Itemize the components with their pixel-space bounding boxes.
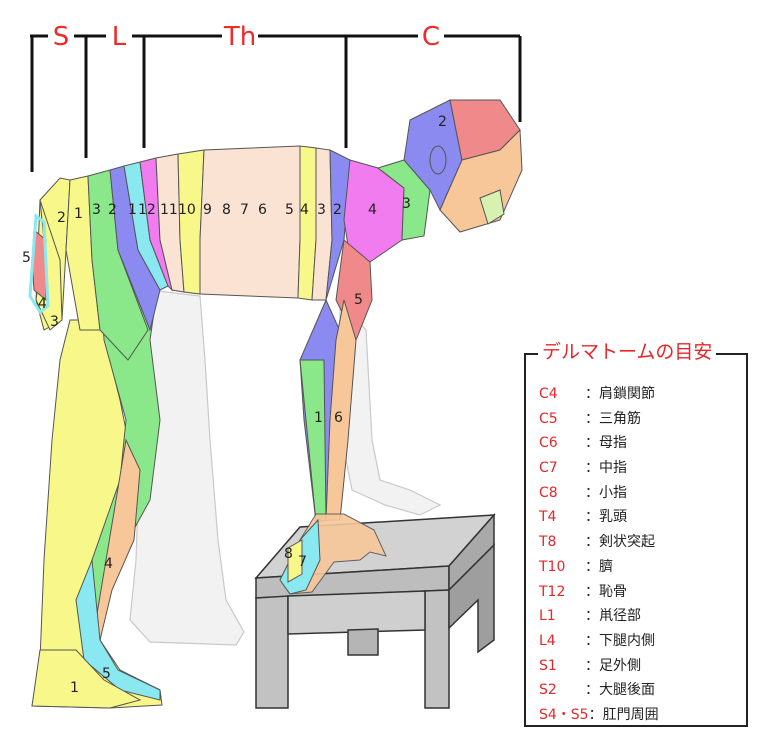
number-hand-8: 8 bbox=[284, 546, 293, 562]
legend-separator: ： bbox=[585, 657, 599, 674]
legend-separator: ： bbox=[585, 484, 599, 501]
legend-description: 小指 bbox=[599, 484, 627, 501]
segment-label-c: C bbox=[422, 22, 440, 52]
legend-item: C4 ：肩鎖関節 bbox=[539, 382, 659, 407]
number-back-t2: 2 bbox=[333, 202, 342, 218]
legend-description: 剣状突起 bbox=[599, 534, 655, 551]
legend-item: T4 ：乳頭 bbox=[539, 505, 659, 530]
legend-item: T8 ：剣状突起 bbox=[539, 530, 659, 555]
legend-item: S4・S5：肛門周囲 bbox=[539, 703, 659, 728]
legend-description: 母指 bbox=[599, 435, 627, 452]
legend-separator: ： bbox=[585, 509, 599, 526]
number-back-t5: 5 bbox=[285, 202, 294, 218]
legend-description: 肩鎖関節 bbox=[599, 386, 655, 402]
legend-description: 三角筋 bbox=[599, 410, 641, 427]
legend-description: 鼡径部 bbox=[599, 608, 641, 625]
legend-separator: ： bbox=[585, 534, 599, 551]
legend-separator: ： bbox=[585, 682, 599, 699]
legend-separator: ： bbox=[588, 706, 603, 723]
legend-code: L4 bbox=[539, 632, 556, 649]
number-back-t8: 8 bbox=[222, 202, 231, 218]
legend-item: S2 ：大腿後面 bbox=[539, 678, 659, 703]
number-foot-1: 1 bbox=[70, 680, 79, 696]
dermatome-numbers: 2 3 4 5 1 6 8 7 2 1 3 2 1 12 11 10 9 8 7… bbox=[22, 114, 447, 696]
legend-description: 恥骨 bbox=[599, 583, 627, 600]
number-back-t11: 11 bbox=[160, 202, 178, 218]
legend-separator: ： bbox=[585, 608, 599, 625]
legend-description: 大腿後面 bbox=[599, 682, 655, 699]
segment-label-l: L bbox=[112, 22, 127, 52]
legend-code: T12 bbox=[539, 583, 566, 600]
number-arm-5: 5 bbox=[354, 292, 363, 308]
legend-code: C7 bbox=[539, 460, 558, 477]
legend-code: C5 bbox=[539, 410, 558, 427]
background-silhouette bbox=[129, 289, 442, 646]
legend-item: L1 ：鼡径部 bbox=[539, 604, 659, 629]
number-back-l2: 2 bbox=[108, 202, 117, 218]
number-back-s1: 1 bbox=[74, 206, 83, 222]
legend-separator: ： bbox=[585, 583, 599, 600]
legend-item: C8 ：小指 bbox=[539, 481, 659, 506]
legend-code: C8 bbox=[539, 484, 558, 501]
number-buttock-3: 3 bbox=[50, 314, 59, 330]
number-arm-1: 1 bbox=[314, 410, 323, 426]
number-foot-5: 5 bbox=[102, 666, 111, 682]
legend-code: C6 bbox=[539, 435, 558, 452]
body bbox=[28, 99, 523, 709]
legend-title: デルマトームの目安 bbox=[538, 340, 717, 364]
number-back-t9: 9 bbox=[203, 202, 212, 218]
legend-code: S1 bbox=[539, 657, 557, 674]
legend-item: C7 ：中指 bbox=[539, 456, 659, 481]
number-back-l3: 3 bbox=[92, 202, 101, 218]
legend-separator: ： bbox=[585, 435, 599, 452]
number-back-t6: 6 bbox=[258, 202, 267, 218]
legend-separator: ： bbox=[585, 386, 599, 402]
legend-item: C6 ：母指 bbox=[539, 431, 659, 456]
legend-box bbox=[524, 353, 748, 727]
number-back-l1: 1 bbox=[128, 202, 137, 218]
number-head-2: 2 bbox=[438, 114, 447, 130]
segment-label-th: Th bbox=[223, 22, 256, 52]
legend-item: C5 ：三角筋 bbox=[539, 407, 659, 432]
number-buttock-4: 4 bbox=[38, 296, 47, 312]
legend-code: C4 bbox=[539, 386, 558, 402]
number-back-t4: 4 bbox=[300, 202, 309, 218]
legend-description: 乳頭 bbox=[599, 509, 627, 526]
legend-description: 下腿内側 bbox=[599, 632, 655, 649]
legend-separator: ： bbox=[585, 632, 599, 649]
number-back-t12: 12 bbox=[138, 202, 156, 218]
number-neck-3: 3 bbox=[402, 196, 411, 212]
legend-item: L4 ：下腿内側 bbox=[539, 629, 659, 654]
legend-code: T10 bbox=[539, 558, 566, 575]
legend-code: T8 bbox=[539, 534, 557, 551]
legend-description: 肛門周囲 bbox=[602, 706, 659, 723]
legend-separator: ： bbox=[585, 460, 599, 477]
legend-item: T10 ：臍 bbox=[539, 555, 659, 580]
number-leg-4: 4 bbox=[104, 556, 113, 572]
legend-separator: ： bbox=[585, 410, 599, 427]
legend-code: L1 bbox=[539, 608, 556, 625]
number-arm-6: 6 bbox=[334, 410, 343, 426]
legend-item: T12 ：恥骨 bbox=[539, 580, 659, 605]
legend-description: 臍 bbox=[599, 558, 613, 575]
legend-code: S2 bbox=[539, 682, 557, 699]
legend-description: 中指 bbox=[599, 460, 627, 477]
number-hand-7: 7 bbox=[298, 554, 307, 570]
number-back-t10: 10 bbox=[178, 202, 196, 218]
legend-item: S1 ：足外側 bbox=[539, 654, 659, 679]
legend-list: C4：肩鎖関節 C5：三角筋 C6：母指 C7：中指 C8：小指 T4：乳頭 T… bbox=[539, 382, 659, 728]
number-back-s2: 2 bbox=[57, 210, 66, 226]
number-shoulder-4: 4 bbox=[368, 202, 377, 218]
legend-description: 足外側 bbox=[599, 657, 641, 674]
number-back-t3: 3 bbox=[317, 202, 326, 218]
legend-separator: ： bbox=[585, 558, 599, 575]
number-back-t7: 7 bbox=[240, 202, 249, 218]
number-buttock-5: 5 bbox=[22, 250, 31, 266]
legend-code: S4・S5 bbox=[539, 706, 589, 723]
legend-code: T4 bbox=[539, 509, 557, 526]
segment-label-s: S bbox=[53, 22, 70, 52]
